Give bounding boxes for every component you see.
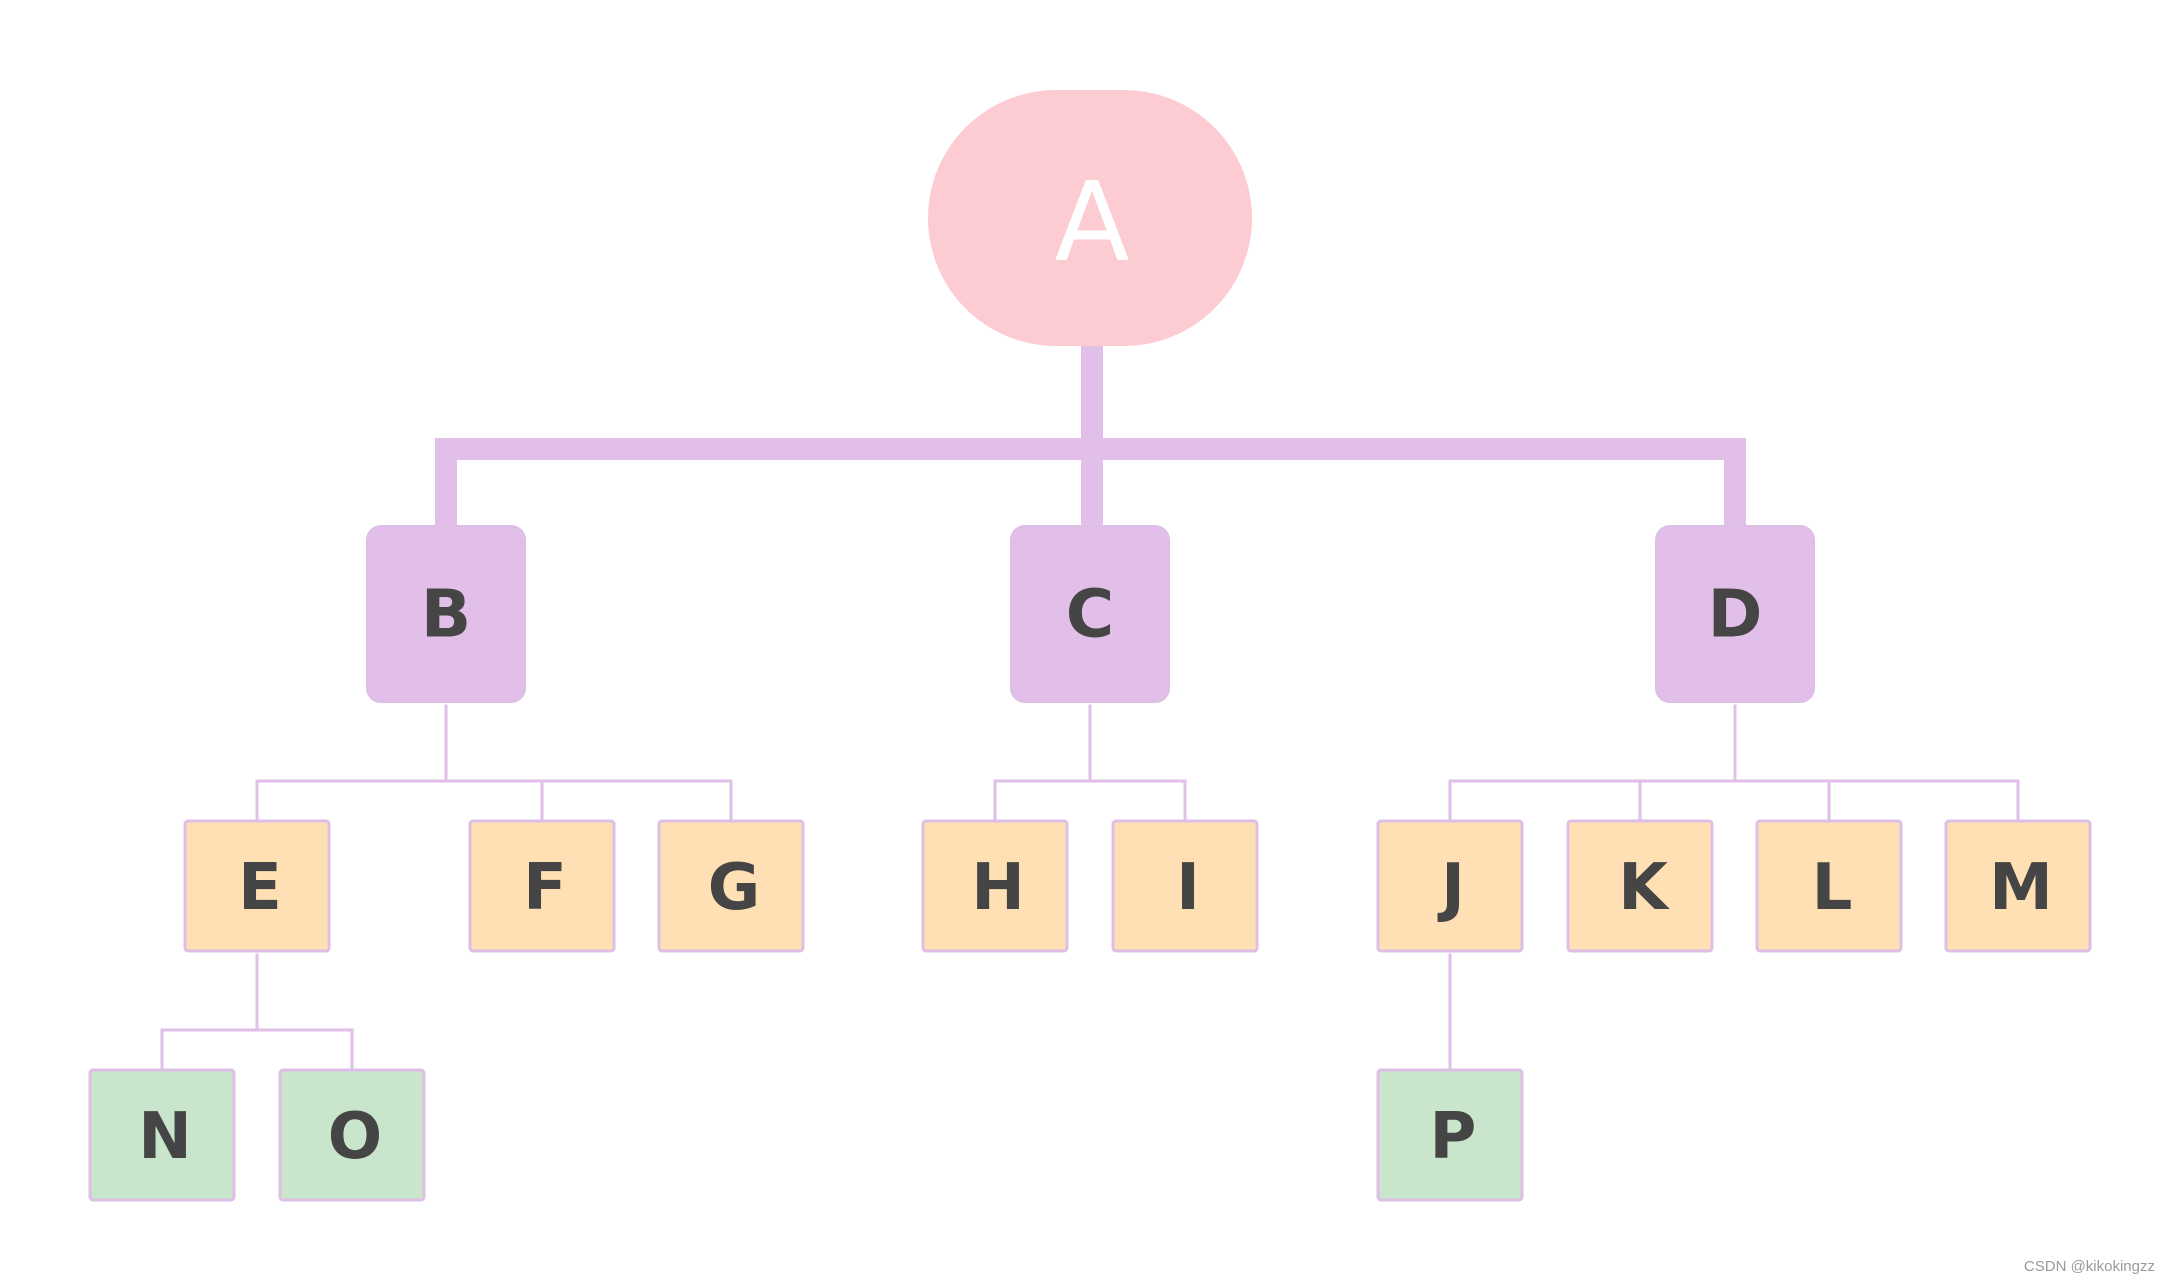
- node-o-label: O: [328, 1100, 382, 1174]
- node-d: [1655, 525, 1815, 703]
- node-g-label: G: [708, 851, 761, 925]
- node-a-label: A: [1054, 158, 1129, 286]
- node-p: [1376, 1068, 1524, 1202]
- node-j-label: J: [1437, 851, 1465, 925]
- node-b: [366, 525, 526, 703]
- node-h-label: H: [971, 851, 1025, 925]
- node-i: [1111, 819, 1259, 953]
- node-c-label: C: [1066, 576, 1114, 653]
- node-k-label: K: [1618, 851, 1670, 925]
- node-l-label: L: [1812, 851, 1853, 925]
- node-f-label: F: [523, 851, 567, 925]
- node-g: [657, 819, 805, 953]
- node-f: [468, 819, 616, 953]
- node-l: [1755, 819, 1903, 953]
- node-e-label: E: [238, 851, 282, 925]
- node-a: [928, 90, 1252, 346]
- node-o: [278, 1068, 426, 1202]
- node-i-label: I: [1176, 851, 1200, 925]
- watermark: CSDN @kikokingzz: [2023, 1258, 2155, 1275]
- node-h: [921, 819, 1069, 953]
- node-m-label: M: [1989, 851, 2053, 925]
- node-b-label: B: [421, 576, 471, 653]
- node-n-label: N: [138, 1100, 192, 1174]
- node-c: [1010, 525, 1170, 703]
- node-p-label: P: [1430, 1100, 1477, 1174]
- node-e: [183, 819, 331, 953]
- node-n: [88, 1068, 236, 1202]
- node-k: [1566, 819, 1714, 953]
- node-j: [1376, 819, 1524, 953]
- node-m: [1944, 819, 2092, 953]
- node-d-label: D: [1708, 576, 1763, 653]
